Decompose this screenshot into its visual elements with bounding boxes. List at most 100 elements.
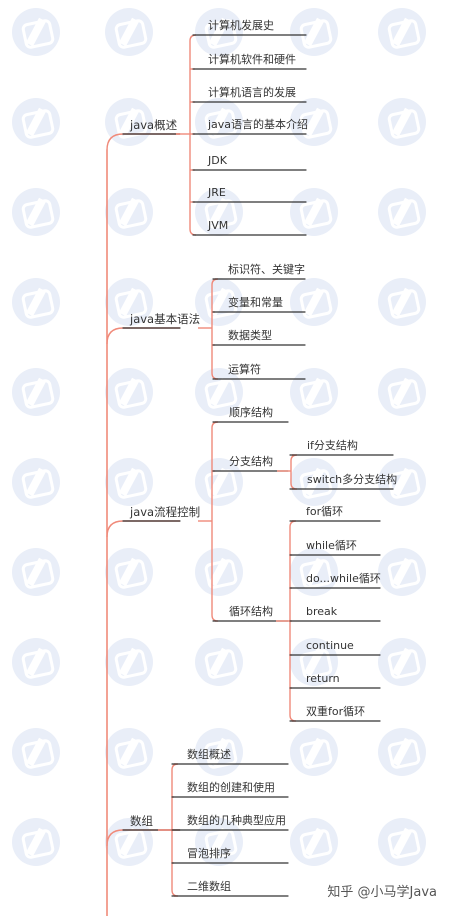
watermark-logo-icon xyxy=(378,548,426,596)
child-node-2-0: 顺序结构 xyxy=(229,406,273,419)
watermark-logo-icon xyxy=(12,98,60,146)
child-node-1-2: 数据类型 xyxy=(228,329,272,342)
watermark-logo-icon xyxy=(105,638,153,686)
child-node-2-1: 分支结构 xyxy=(229,455,273,468)
watermark-logo-icon xyxy=(195,188,243,236)
child-node-0-1: 计算机软件和硬件 xyxy=(208,53,296,66)
sub-node-2-2-6: 双重for循环 xyxy=(306,705,366,718)
watermark-logo-icon xyxy=(105,98,153,146)
sub-node-2-2-0: for循环 xyxy=(306,505,344,518)
child-node-1-3: 运算符 xyxy=(228,363,261,376)
watermark-logo-icon xyxy=(378,188,426,236)
section-connector-1 xyxy=(106,327,180,345)
watermark-logo-icon xyxy=(290,368,338,416)
watermark-logo-icon xyxy=(12,188,60,236)
child-node-2-2: 循环结构 xyxy=(229,605,273,618)
watermark-logo-icon xyxy=(105,728,153,776)
child-node-0-0: 计算机发展史 xyxy=(208,19,274,32)
child-node-3-4: 二维数组 xyxy=(187,880,231,893)
sub-2-2-bracket-branch-0 xyxy=(289,520,297,528)
section-3-bracket-branch-4 xyxy=(171,889,179,897)
watermark-logo-icon xyxy=(12,458,60,506)
watermark-logo-icon xyxy=(195,728,243,776)
section-3-bracket-branch-0 xyxy=(171,763,179,771)
section-title-3: 数组 xyxy=(130,814,153,828)
sub-2-2-bracket-branch-6 xyxy=(289,714,297,722)
section-connector-0 xyxy=(106,133,180,151)
watermark-logo-icon xyxy=(12,548,60,596)
child-node-0-3: java语言的基本介绍 xyxy=(208,118,309,131)
child-node-3-2: 数组的几种典型应用 xyxy=(187,814,286,827)
sub-node-2-2-5: return xyxy=(306,672,340,685)
watermark-logo-icon xyxy=(290,278,338,326)
watermark-logo-icon xyxy=(378,728,426,776)
child-node-1-1: 变量和常量 xyxy=(228,296,283,309)
watermark-logo-icon xyxy=(378,8,426,56)
watermark-logo-icon xyxy=(378,818,426,866)
watermark-logo-icon xyxy=(378,458,426,506)
section-2-bracket-branch-2 xyxy=(211,614,219,622)
watermark-logo-icon xyxy=(290,728,338,776)
watermark-logo-icon xyxy=(195,98,243,146)
watermark-logo-icon xyxy=(195,8,243,56)
watermark-logo-icon xyxy=(290,8,338,56)
watermark-logo-icon xyxy=(290,98,338,146)
child-node-0-6: JVM xyxy=(208,219,229,232)
watermark-logo-icon xyxy=(378,638,426,686)
watermark-logo-icon xyxy=(105,278,153,326)
watermark-logo-icon xyxy=(12,368,60,416)
child-node-3-0: 数组概述 xyxy=(187,748,231,761)
footer-watermark: 知乎 @小马学Java xyxy=(327,885,437,900)
child-node-0-5: JRE xyxy=(208,186,226,199)
watermark-logo-icon xyxy=(12,818,60,866)
watermark-logo-icon xyxy=(12,728,60,776)
sub-node-2-2-3: break xyxy=(306,605,338,618)
watermark-logo-icon xyxy=(195,548,243,596)
watermark-logo-icon xyxy=(290,818,338,866)
watermark-logo-icon xyxy=(105,368,153,416)
watermark-logo-icon xyxy=(290,638,338,686)
watermark-logo-icon xyxy=(105,8,153,56)
child-node-1-0: 标识符、关键字 xyxy=(228,263,305,276)
watermark-logo-icon xyxy=(12,638,60,686)
watermark-logo-icon xyxy=(105,188,153,236)
sub-node-2-2-2: do...while循环 xyxy=(306,572,381,585)
section-1-bracket-branch-3 xyxy=(211,372,219,380)
child-node-0-2: 计算机语言的发展 xyxy=(208,86,296,99)
watermark-logo-icon xyxy=(290,458,338,506)
section-2-bracket-branch-0 xyxy=(211,421,219,429)
watermark-logo-icon xyxy=(105,458,153,506)
section-connector-3 xyxy=(106,829,180,847)
section-0-bracket-branch-0 xyxy=(189,34,197,42)
sub-2-1-bracket-branch-1 xyxy=(290,482,298,490)
watermark-logo-icon xyxy=(12,278,60,326)
sub-2-1-bracket-branch-0 xyxy=(290,454,298,462)
watermark-logo-icon xyxy=(105,548,153,596)
watermark-logo-icon xyxy=(195,458,243,506)
section-title-0: java概述 xyxy=(130,118,178,132)
watermark-logo-icon xyxy=(195,368,243,416)
section-0-bracket-branch-6 xyxy=(189,228,197,236)
watermark-logo-icon xyxy=(290,188,338,236)
watermark-logo-icon xyxy=(12,8,60,56)
sub-node-2-1-1: switch多分支结构 xyxy=(307,473,398,486)
watermark-logo-icon xyxy=(105,818,153,866)
section-title-1: java基本语法 xyxy=(130,312,201,326)
child-node-0-4: JDK xyxy=(208,154,227,167)
watermark-logo-icon xyxy=(378,98,426,146)
watermark-logo-icon xyxy=(378,368,426,416)
watermark-logo-icon xyxy=(195,638,243,686)
watermark-logo-icon xyxy=(378,278,426,326)
watermark-logo-icon xyxy=(195,818,243,866)
section-1-bracket-branch-0 xyxy=(211,278,219,286)
sub-node-2-2-4: continue xyxy=(306,639,354,652)
watermark-logo-icon xyxy=(195,278,243,326)
child-node-3-3: 冒泡排序 xyxy=(187,847,231,860)
section-title-2: java流程控制 xyxy=(130,505,201,519)
child-node-3-1: 数组的创建和使用 xyxy=(187,781,275,794)
sub-node-2-2-1: while循环 xyxy=(306,539,357,552)
section-connector-2 xyxy=(106,520,180,538)
sub-node-2-1-0: if分支结构 xyxy=(307,439,358,452)
